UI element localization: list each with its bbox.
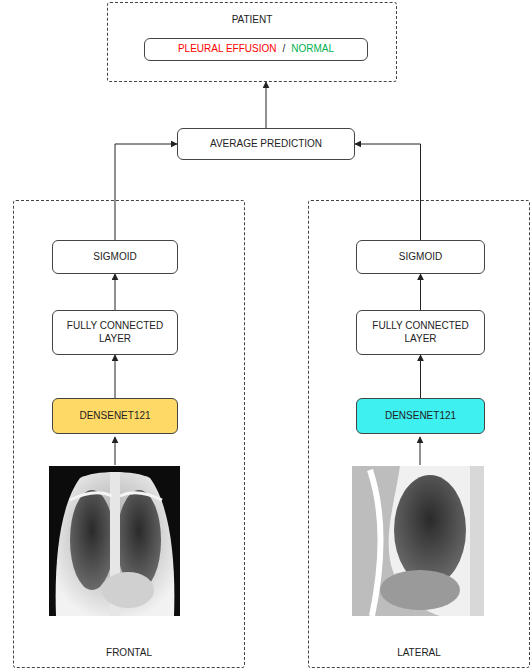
group-label: PATIENT (108, 14, 396, 27)
box-label: NORMAL (291, 43, 334, 56)
group-label: LATERAL (309, 647, 529, 660)
flow-arrow (115, 274, 116, 310)
flow-arrow (420, 274, 421, 310)
average-box: AVERAGE PREDICTION (177, 128, 355, 160)
flow-arrow (115, 144, 177, 240)
flow-arrow (115, 355, 116, 398)
input-arrow (115, 437, 116, 465)
box-label: FULLY CONNECTED LAYER (371, 320, 471, 345)
dense-layer-box: FULLY CONNECTED LAYER (52, 310, 178, 355)
sigmoid-box: SIGMOID (356, 240, 485, 274)
box-label: AVERAGE PREDICTION (210, 138, 322, 151)
flow-arrow (266, 82, 267, 128)
box-label: / (282, 43, 285, 56)
view-group: FRONTAL SIGMOID FULLY CONNECTED LAYER DENSE… (13, 200, 245, 668)
sigmoid-box: SIGMOID (52, 240, 178, 274)
box-label: SIGMOID (399, 251, 442, 264)
backbone-box: DENSENET121 (356, 398, 485, 434)
output-group: PATIENT PLEURAL EFFUSION / NORMAL (107, 2, 397, 82)
backbone-box: DENSENET121 (52, 398, 178, 434)
box-label: SIGMOID (93, 251, 136, 264)
flow-arrow (420, 355, 421, 398)
box-label: PLEURAL EFFUSION (178, 43, 277, 56)
view-group: LATERAL SIGMOID FULLY CONNECTED LAYER DENSE… (308, 200, 530, 668)
lateral-xray (352, 466, 484, 616)
box-label: DENSENET121 (79, 410, 150, 423)
box-label: DENSENET121 (385, 410, 456, 423)
box-label: FULLY CONNECTED LAYER (65, 320, 165, 345)
frontal-xray (49, 466, 180, 616)
dense-layer-box: FULLY CONNECTED LAYER (356, 310, 485, 355)
class-box: PLEURAL EFFUSION / NORMAL (144, 38, 368, 61)
group-label: FRONTAL (14, 647, 244, 660)
input-arrow (420, 437, 421, 465)
flow-arrow (355, 144, 421, 240)
